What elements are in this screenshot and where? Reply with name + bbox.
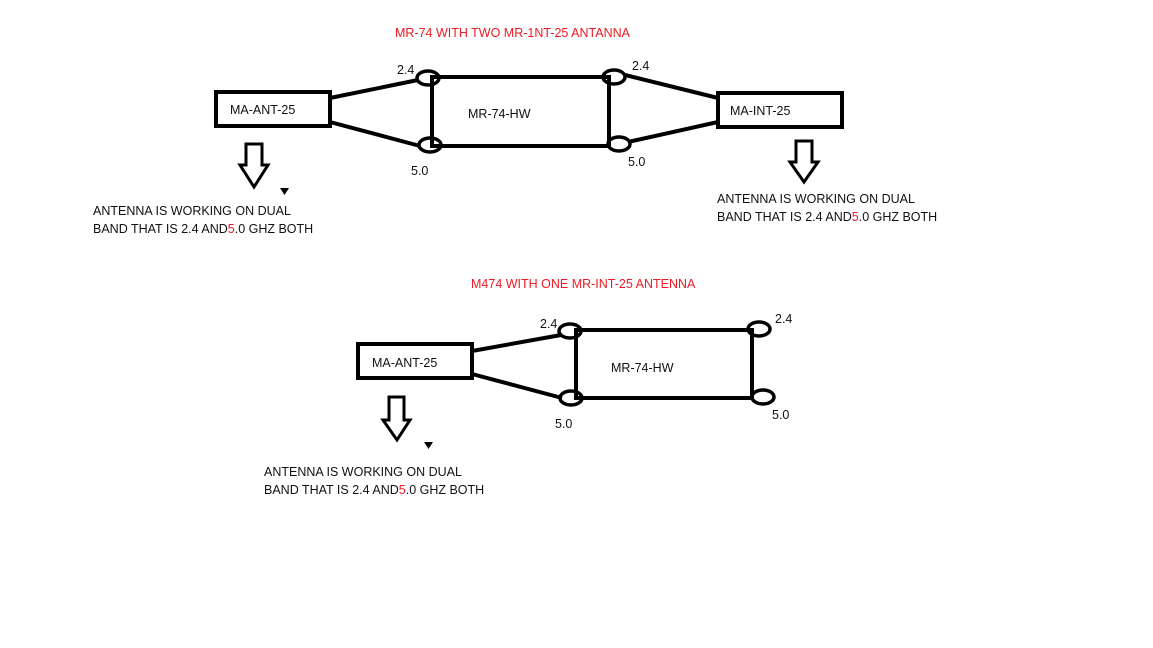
port-connector (417, 136, 443, 154)
link-line (471, 333, 562, 353)
diagram-title: MR-74 WITH TWO MR-1NT-25 ANTANNA (395, 26, 631, 40)
down-arrow-icon (380, 395, 413, 443)
port-label-2-4: 2.4 (540, 317, 557, 331)
port-connector (557, 322, 583, 340)
link-line (329, 78, 419, 100)
port-label-2-4: 2.4 (775, 312, 792, 326)
port-connector (750, 388, 776, 406)
port-connector (746, 320, 772, 338)
port-label-5-0: 5.0 (628, 155, 645, 169)
down-arrow-icon (237, 142, 271, 190)
diagram-title: M474 WITH ONE MR-INT-25 ANTENNA (471, 277, 696, 291)
link-line (329, 120, 421, 148)
hardware-box (430, 75, 611, 148)
note-line: ANTENNA IS WORKING ON DUAL (264, 465, 462, 479)
right-antenna-box (716, 91, 844, 129)
hardware-box (574, 328, 754, 400)
port-label-2-4: 2.4 (632, 59, 649, 73)
note-line: BAND THAT IS 2.4 AND5.0 GHZ BOTH (717, 210, 937, 224)
note-line: ANTENNA IS WORKING ON DUAL (717, 192, 915, 206)
note-line: BAND THAT IS 2.4 AND5.0 GHZ BOTH (93, 222, 313, 236)
port-connector (415, 69, 441, 87)
hardware-label: MR-74-HW (611, 361, 674, 375)
small-triangle-icon (280, 188, 289, 195)
diagram-one-antenna: M474 WITH ONE MR-INT-25 ANTENNA MA-ANT-2… (264, 277, 792, 497)
antenna-box (356, 342, 474, 380)
link-line (627, 120, 719, 144)
small-triangle-icon (424, 442, 433, 449)
left-antenna-label: MA-ANT-25 (230, 103, 295, 117)
diagram-two-antennas: MR-74 WITH TWO MR-1NT-25 ANTANNA MA-ANT-… (93, 26, 937, 236)
antenna-label: MA-ANT-25 (372, 356, 437, 370)
link-line (624, 73, 719, 100)
down-arrow-icon (787, 139, 821, 185)
port-label-5-0: 5.0 (411, 164, 428, 178)
link-line (471, 372, 563, 400)
port-connector (558, 389, 584, 407)
port-connector (606, 135, 632, 153)
left-antenna-box (214, 90, 332, 128)
port-label-5-0: 5.0 (555, 417, 572, 431)
right-antenna-label: MA-INT-25 (730, 104, 790, 118)
port-label-5-0: 5.0 (772, 408, 789, 422)
note-line: ANTENNA IS WORKING ON DUAL (93, 204, 291, 218)
port-label-2-4: 2.4 (397, 63, 414, 77)
note-line: BAND THAT IS 2.4 AND5.0 GHZ BOTH (264, 483, 484, 497)
hardware-label: MR-74-HW (468, 107, 531, 121)
